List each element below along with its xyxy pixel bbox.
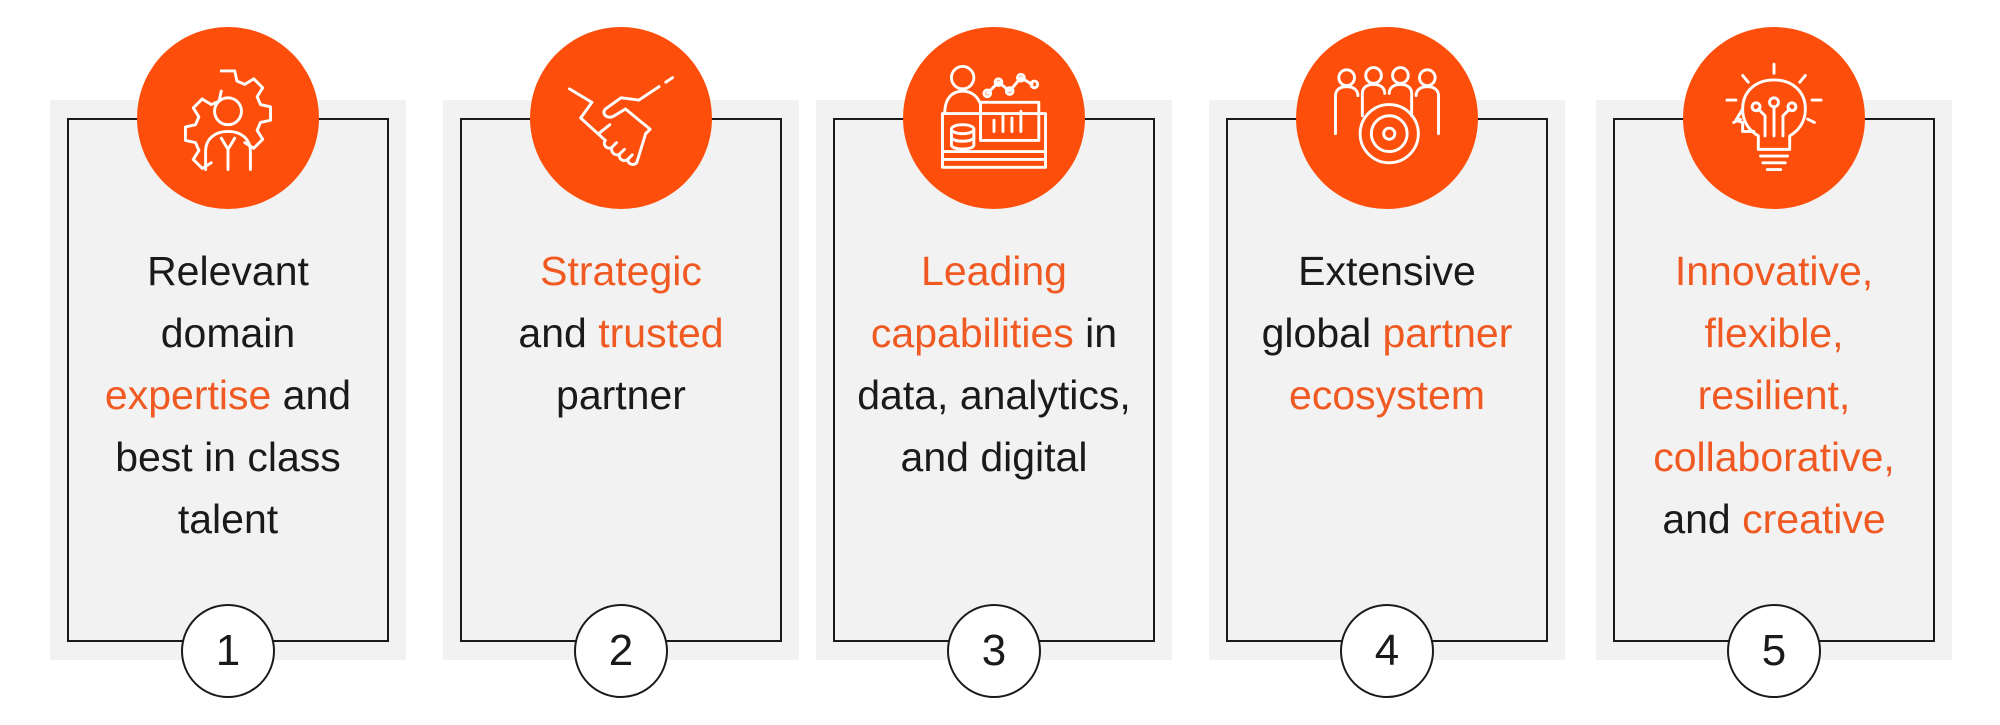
number-badge: 4 <box>1340 604 1434 698</box>
text-line: ecosystem <box>1229 364 1545 426</box>
highlight-text: resilient, <box>1697 372 1851 418</box>
card-text: Extensive global partner ecosystem <box>1229 240 1545 426</box>
highlight-text: partner <box>1382 310 1513 356</box>
text-line: capabilities in <box>836 302 1152 364</box>
body-text: in <box>1073 310 1118 356</box>
body-text: and <box>1662 496 1743 542</box>
icon-circle <box>1296 27 1478 209</box>
body-text: global <box>1261 310 1383 356</box>
text-line: collaborative, <box>1616 426 1932 488</box>
body-text: Extensive <box>1298 248 1476 294</box>
text-line: resilient, <box>1616 364 1932 426</box>
body-text: partner <box>556 372 686 418</box>
card-3: Leading capabilities in data, analytics, an… <box>816 27 1172 698</box>
text-line: talent <box>70 488 386 550</box>
highlight-text: collaborative, <box>1653 434 1895 480</box>
number-badge: 2 <box>574 604 668 698</box>
card-text: Relevant domain expertise and best in class… <box>70 240 386 550</box>
highlight-text: trusted <box>598 310 724 356</box>
text-line: best in class <box>70 426 386 488</box>
text-line: flexible, <box>1616 302 1932 364</box>
text-line: and creative <box>1616 488 1932 550</box>
text-line: domain <box>70 302 386 364</box>
text-line: Leading <box>836 240 1152 302</box>
highlight-text: Strategic <box>540 248 702 294</box>
text-line: data, analytics, <box>836 364 1152 426</box>
highlight-text: flexible, <box>1704 310 1844 356</box>
highlight-text: creative <box>1742 496 1886 542</box>
card-1: Relevant domain expertise and best in class… <box>50 27 406 698</box>
lightbulb-head-icon <box>1725 62 1823 171</box>
body-text: data, analytics, <box>857 372 1131 418</box>
highlight-text: expertise <box>104 372 272 418</box>
handshake-icon <box>568 76 674 166</box>
body-text: and <box>271 372 352 418</box>
body-text: Relevant <box>147 248 309 294</box>
text-line: global partner <box>1229 302 1545 364</box>
highlight-text: Innovative, <box>1674 248 1874 294</box>
body-text: and digital <box>900 434 1088 480</box>
gear-person-icon <box>183 69 273 171</box>
text-line: partner <box>463 364 779 426</box>
body-text: and <box>518 310 599 356</box>
highlight-text: Leading <box>921 248 1067 294</box>
icon-circle <box>1683 27 1865 209</box>
card-5: Innovative, flexible, resilient, collaborat… <box>1596 27 1952 698</box>
highlight-text: ecosystem <box>1289 372 1485 418</box>
text-line: expertise and <box>70 364 386 426</box>
card-text: Innovative, flexible, resilient, collaborat… <box>1616 240 1932 550</box>
text-line: Innovative, <box>1616 240 1932 302</box>
number-badge: 3 <box>947 604 1041 698</box>
text-line: Strategic <box>463 240 779 302</box>
number-badge: 1 <box>181 604 275 698</box>
body-text: best in class <box>115 434 341 480</box>
icon-circle <box>530 27 712 209</box>
highlight-text: capabilities <box>870 310 1074 356</box>
card-4: Extensive global partner ecosystem 4 <box>1209 27 1565 698</box>
icon-circle <box>137 27 319 209</box>
icon-circle <box>903 27 1085 209</box>
card-text: Strategic and trusted partner <box>463 240 779 426</box>
card-text: Leading capabilities in data, analytics, an… <box>836 240 1152 488</box>
card-2: Strategic and trusted partner 2 <box>443 27 799 698</box>
team-target-icon <box>1334 66 1440 165</box>
text-line: and trusted <box>463 302 779 364</box>
body-text: domain <box>160 310 296 356</box>
body-text: talent <box>177 496 279 542</box>
text-line: Extensive <box>1229 240 1545 302</box>
number-badge: 5 <box>1727 604 1821 698</box>
data-analytics-icon <box>941 65 1047 169</box>
text-line: Relevant <box>70 240 386 302</box>
text-line: and digital <box>836 426 1152 488</box>
